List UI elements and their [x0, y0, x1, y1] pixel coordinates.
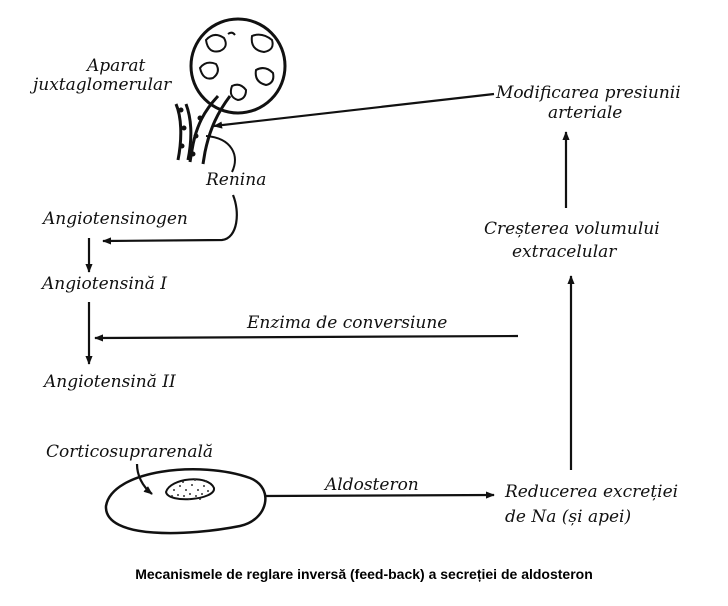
- arrow-angiotensina2-to-adrenal: [135, 463, 153, 495]
- label-angiotensina-1: Angiotensină I: [42, 274, 167, 294]
- label-juxtaglomerular: juxtaglomerular: [33, 75, 172, 95]
- label-enzima-de-conversiune: Enzima de conversiune: [247, 313, 448, 333]
- arrow-modificarea-to-apparatus: [213, 92, 495, 129]
- label-corticosuprarenala: Corticosuprarenală: [46, 442, 214, 462]
- label-cresterea-volumului: Creșterea volumului: [484, 219, 660, 239]
- arrow-enzima-de-conversiune: [94, 334, 519, 342]
- label-angiotensinogen: Angiotensinogen: [43, 209, 188, 229]
- label-modificarea-presiunii: Modificarea presiunii: [496, 83, 681, 103]
- juxtaglomerular-apparatus-icon: [174, 17, 287, 173]
- arrow-aldosteron: [263, 491, 495, 499]
- figure-caption: Mecanismele de reglare inversă (feed-bac…: [135, 566, 593, 582]
- label-aparat: Aparat: [87, 56, 146, 76]
- label-aldosteron: Aldosteron: [325, 475, 419, 495]
- label-de-na: de Na (și apei): [505, 507, 632, 527]
- label-renina: Renina: [206, 170, 267, 190]
- adrenal-cortex-icon: [104, 468, 267, 535]
- label-extracelular: extracelular: [512, 242, 617, 262]
- arrow-renina-to-reaction: [102, 194, 238, 245]
- label-reducerea-excretiei: Reducerea excreției: [505, 482, 679, 502]
- label-angiotensina-2: Angiotensină II: [44, 372, 176, 392]
- label-arteriale: arteriale: [548, 103, 623, 123]
